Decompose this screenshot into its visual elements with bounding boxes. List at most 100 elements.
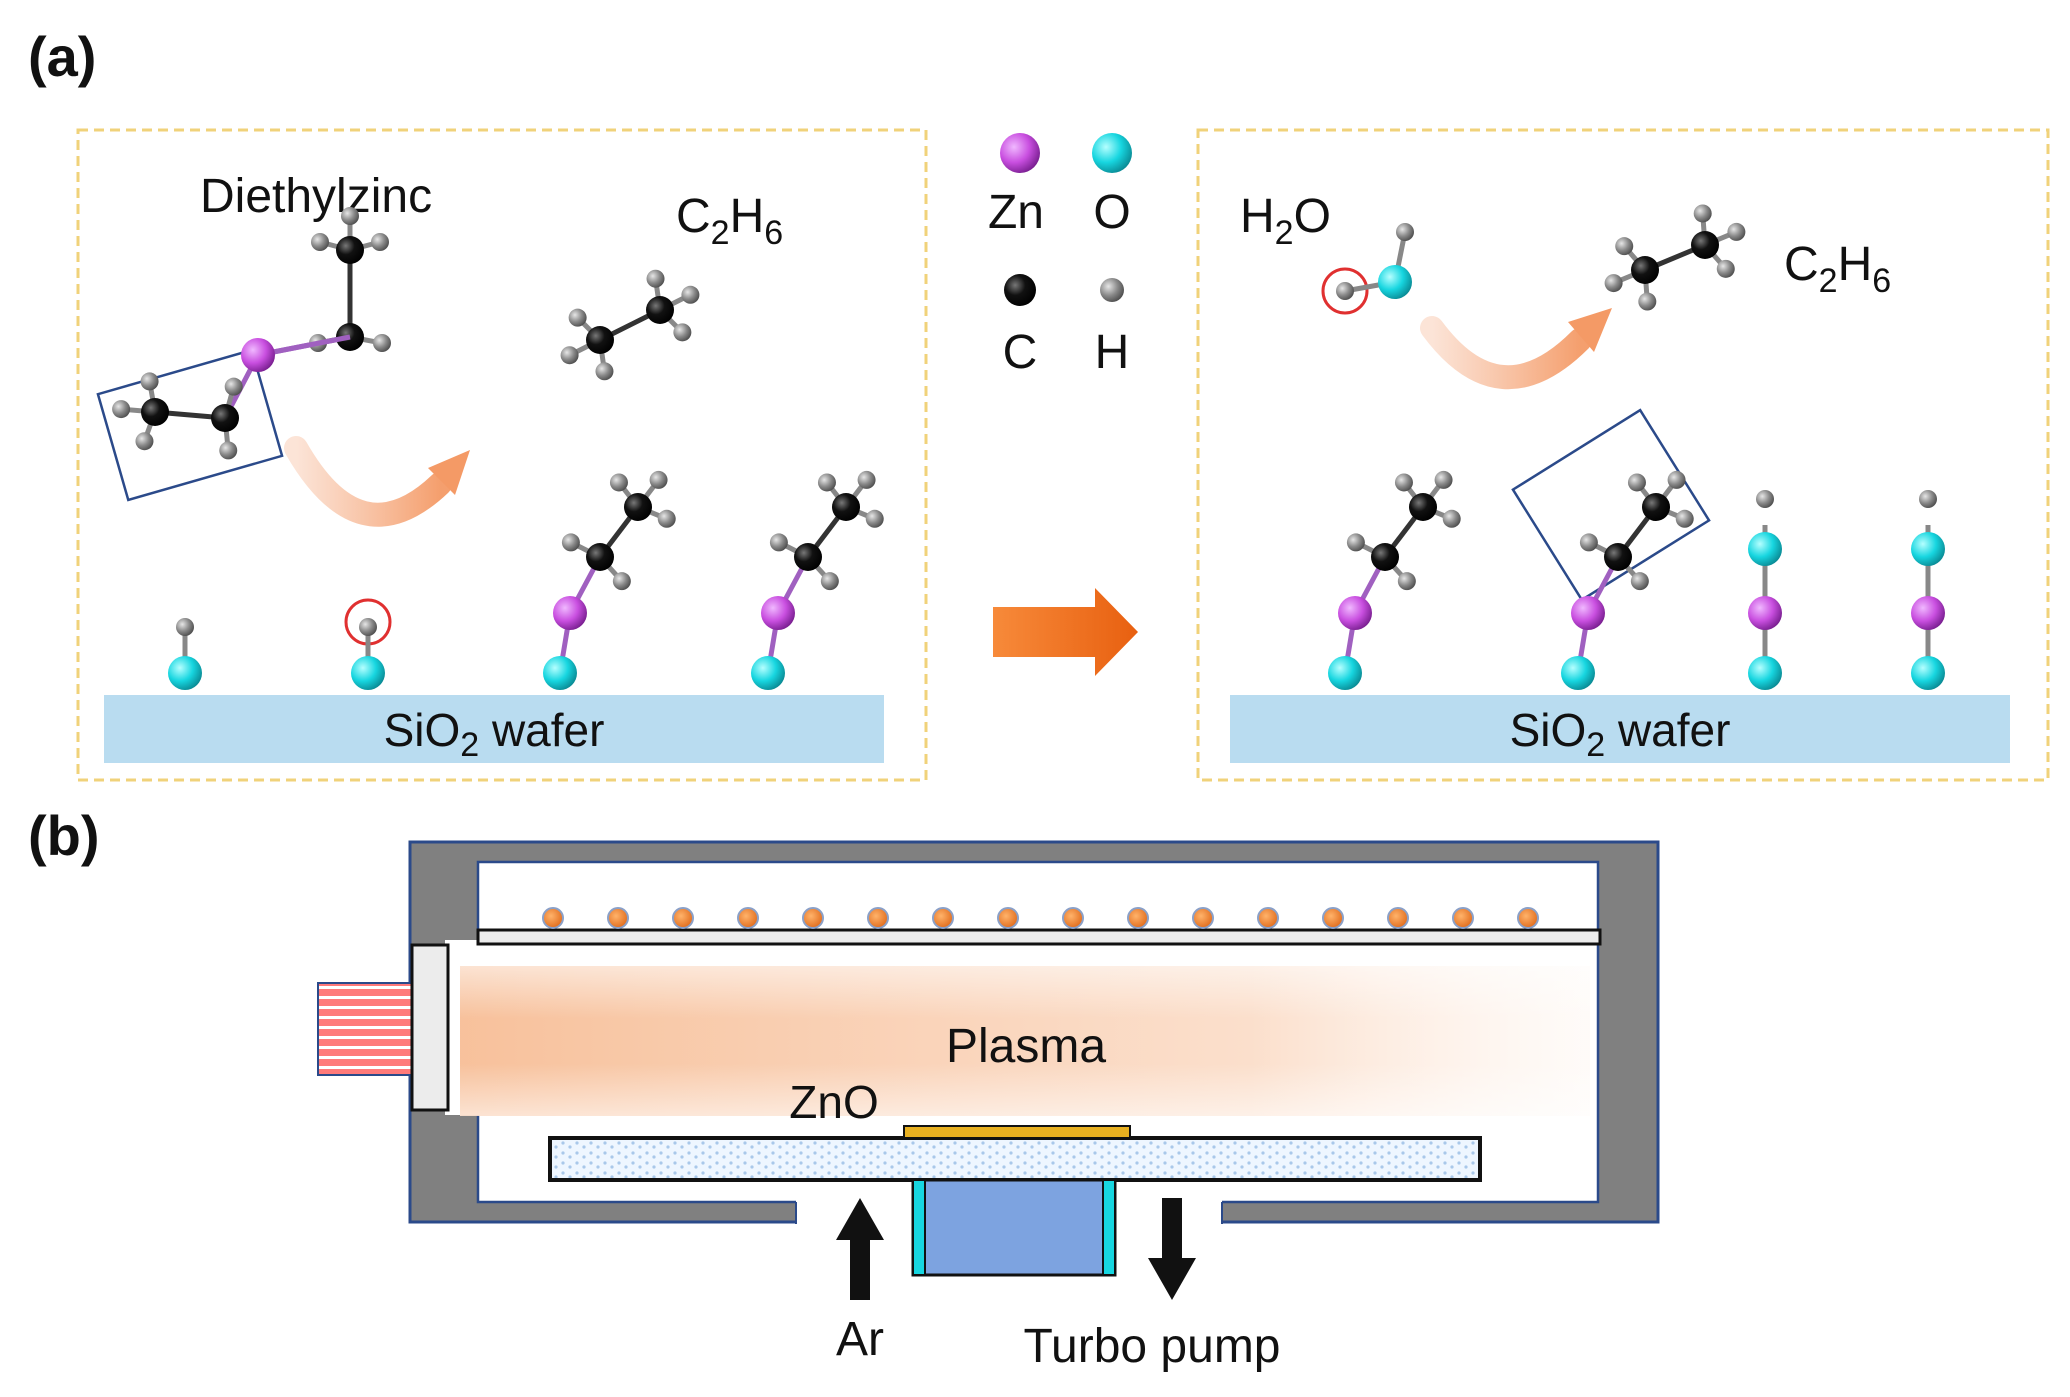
- h-atom: [1627, 473, 1646, 492]
- h-atom: [612, 572, 631, 591]
- curved-arrow-left: [284, 436, 452, 527]
- wafer-label-right: SiO2 wafer: [1510, 704, 1731, 764]
- c-atom: [1631, 256, 1659, 284]
- gas-nozzle: [932, 907, 954, 929]
- c-atom: [586, 543, 614, 571]
- c2h6-label-left: C2H6: [676, 190, 783, 252]
- h-atom: [373, 334, 391, 352]
- h-atom: [311, 233, 329, 251]
- o-atom: [1911, 656, 1945, 690]
- h-atom: [1919, 490, 1937, 508]
- c-atom: [586, 326, 614, 354]
- turbo-pump-body: [911, 1178, 1117, 1277]
- plasma-label: Plasma: [946, 1020, 1106, 1073]
- process-arrow: [993, 588, 1138, 676]
- zn-atom: [241, 338, 275, 372]
- h-atom: [1397, 572, 1416, 591]
- molecule-layer: [112, 204, 1945, 690]
- c-atom: [624, 493, 652, 521]
- h-atom: [1615, 237, 1634, 256]
- h-atom: [609, 473, 628, 492]
- gas-nozzle: [997, 907, 1019, 929]
- o-atom: [1911, 532, 1945, 566]
- o-atom: [351, 656, 385, 690]
- panel-b-label: (b): [28, 804, 100, 867]
- legend-zn-label: Zn: [988, 186, 1044, 239]
- gas-nozzle: [1192, 907, 1214, 929]
- h-atom: [595, 362, 614, 381]
- c-atom: [336, 236, 364, 264]
- reactive-h-marker-right: [1321, 267, 1369, 315]
- h-atom: [1336, 282, 1354, 300]
- h-atom: [657, 509, 676, 528]
- pump-side-right: [1102, 1179, 1116, 1276]
- h-atom: [1667, 470, 1686, 489]
- c-atom: [1642, 493, 1670, 521]
- h-atom: [1756, 490, 1774, 508]
- left-reaction-box: [76, 128, 928, 782]
- diethylzinc-label: Diethylzinc: [200, 170, 432, 223]
- zno-film: [903, 1125, 1131, 1139]
- o-atom: [543, 656, 577, 690]
- h-atom: [1604, 274, 1623, 293]
- zn-atom: [761, 596, 795, 630]
- gas-nozzle: [1257, 907, 1279, 929]
- h-atom: [176, 618, 194, 636]
- h-atom: [1638, 292, 1657, 311]
- h-atom: [219, 441, 238, 460]
- h-atom: [341, 207, 359, 225]
- wafer-label-left: SiO2 wafer: [384, 704, 605, 764]
- ethyl-highlight-box-left: [96, 348, 284, 502]
- h-atom: [1394, 473, 1413, 492]
- legend-c-label: C: [1003, 326, 1038, 379]
- legend-h-label: H: [1095, 326, 1130, 379]
- h-atom: [1442, 509, 1461, 528]
- zn-atom: [553, 596, 587, 630]
- gas-nozzle: [607, 907, 629, 929]
- o-atom: [1748, 656, 1782, 690]
- h-atom: [112, 400, 131, 419]
- legend-o-label: O: [1093, 186, 1130, 239]
- h-atom: [560, 346, 579, 365]
- o-atom: [1328, 656, 1362, 690]
- c-atom: [1371, 543, 1399, 571]
- gas-nozzle: [1517, 907, 1539, 929]
- c-atom: [141, 398, 169, 426]
- zn-atom: [1748, 596, 1782, 630]
- pump-outflow-arrow: [1148, 1198, 1196, 1300]
- c-atom: [1409, 493, 1437, 521]
- h-atom: [681, 285, 700, 304]
- c2h6-label-right: C2H6: [1784, 238, 1891, 300]
- h-atom: [1434, 470, 1453, 489]
- gas-nozzle: [1127, 907, 1149, 929]
- gas-nozzle: [542, 907, 564, 929]
- sio2-wafer-left: [104, 695, 884, 763]
- right-reaction-box: [1196, 128, 2050, 782]
- h-atom: [140, 372, 159, 391]
- c-atom: [794, 543, 822, 571]
- h-atom: [371, 233, 389, 251]
- o-atom: [1378, 265, 1412, 299]
- legend-zn-atom: [1000, 133, 1040, 173]
- c-atom: [1604, 543, 1632, 571]
- h-atom: [561, 533, 580, 552]
- sio2-wafer-right: [1230, 695, 2010, 763]
- h-atom: [1346, 533, 1365, 552]
- h-atom: [224, 377, 243, 396]
- top-electrode-plate: [476, 928, 1602, 946]
- c-atom: [1691, 231, 1719, 259]
- h-atom: [1716, 259, 1735, 278]
- h-atom: [1579, 533, 1598, 552]
- h-atom: [857, 470, 876, 489]
- h2o-label: H2O: [1240, 190, 1331, 252]
- h-atom: [1727, 222, 1746, 241]
- h-atom: [646, 269, 665, 288]
- substrate-stage: [548, 1136, 1482, 1182]
- h-atom: [817, 473, 836, 492]
- h-atom: [769, 533, 788, 552]
- gas-nozzle: [1062, 907, 1084, 929]
- h-atom: [1396, 223, 1414, 241]
- o-atom: [1748, 532, 1782, 566]
- h-atom: [865, 509, 884, 528]
- gas-nozzle: [672, 907, 694, 929]
